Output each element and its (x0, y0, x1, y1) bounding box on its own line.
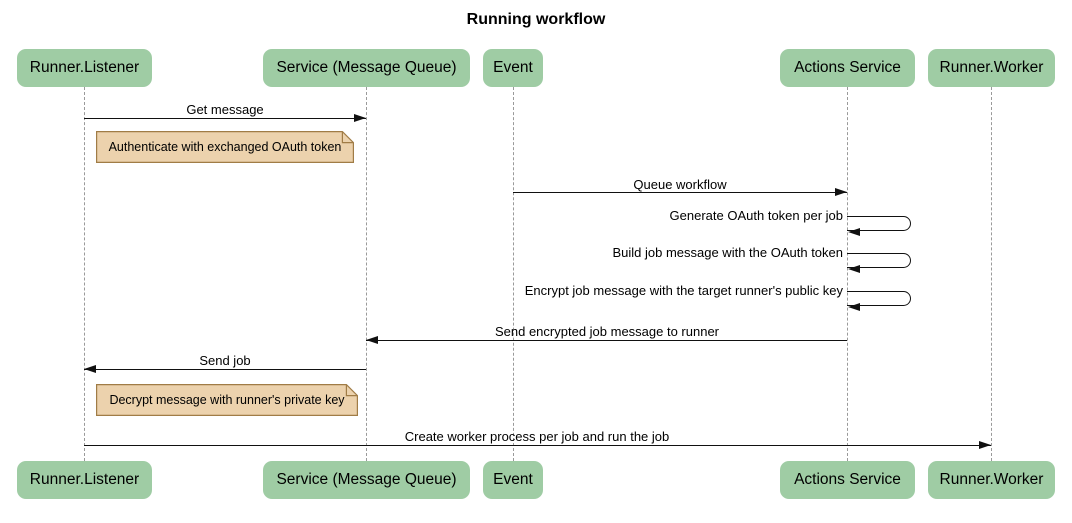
message-label-build-job-message: Build job message with the OAuth token (612, 245, 843, 260)
arrowhead (354, 113, 366, 122)
diagram-title: Running workflow (466, 11, 606, 28)
actor-runner-listener-bottom: Runner.Listener (17, 461, 152, 499)
actor-event-bottom: Event (483, 461, 543, 499)
message-label-create-worker: Create worker process per job and run th… (404, 429, 670, 444)
message-label-send-encrypted: Send encrypted job message to runner (494, 324, 720, 339)
message-label-queue-workflow: Queue workflow (633, 177, 727, 192)
message-label-generate-oauth: Generate OAuth token per job (669, 208, 843, 223)
message-label-get-message: Get message (186, 102, 264, 117)
arrow-get-message (84, 113, 366, 122)
note-text: Authenticate with exchanged OAuth token (108, 140, 342, 154)
actor-event-top: Event (483, 49, 543, 87)
actor-runner-listener-top: Runner.Listener (17, 49, 152, 87)
arrowhead (848, 228, 860, 237)
actor-actions-service-bottom: Actions Service (780, 461, 915, 499)
actor-service-message-queue-top: Service (Message Queue) (263, 49, 470, 87)
arrow-send-job (84, 364, 366, 373)
actor-runner-worker-bottom: Runner.Worker (928, 461, 1055, 499)
note-text: Decrypt message with runner's private ke… (109, 393, 345, 407)
note-decrypt: Decrypt message with runner's private ke… (96, 384, 358, 416)
arrow-create-worker (84, 440, 991, 449)
arrowhead (848, 303, 860, 312)
actor-service-message-queue-bottom: Service (Message Queue) (263, 461, 470, 499)
lifeline-service-message-queue (365, 87, 367, 461)
actor-actions-service-top: Actions Service (780, 49, 915, 87)
lifeline-event (512, 87, 514, 461)
message-label-send-job: Send job (199, 353, 251, 368)
arrow-queue-workflow (513, 187, 847, 196)
note-authenticate: Authenticate with exchanged OAuth token (96, 131, 354, 163)
note-shape (96, 131, 354, 163)
note-shape (96, 384, 358, 416)
self-loop-encrypt-job-message (847, 291, 911, 312)
lifeline-actions-service (846, 87, 848, 461)
arrowhead (979, 440, 991, 449)
message-label-encrypt-job-message: Encrypt job message with the target runn… (524, 283, 843, 298)
arrowhead (84, 364, 96, 373)
arrowhead (848, 265, 860, 274)
arrow-send-encrypted (366, 335, 847, 344)
self-loop-generate-oauth (847, 216, 911, 237)
self-loop-build-job-message (847, 253, 911, 274)
arrowhead (366, 335, 378, 344)
arrowhead (835, 187, 847, 196)
lifeline-runner-worker (990, 87, 992, 461)
lifeline-runner-listener (83, 87, 85, 461)
actor-runner-worker-top: Runner.Worker (928, 49, 1055, 87)
